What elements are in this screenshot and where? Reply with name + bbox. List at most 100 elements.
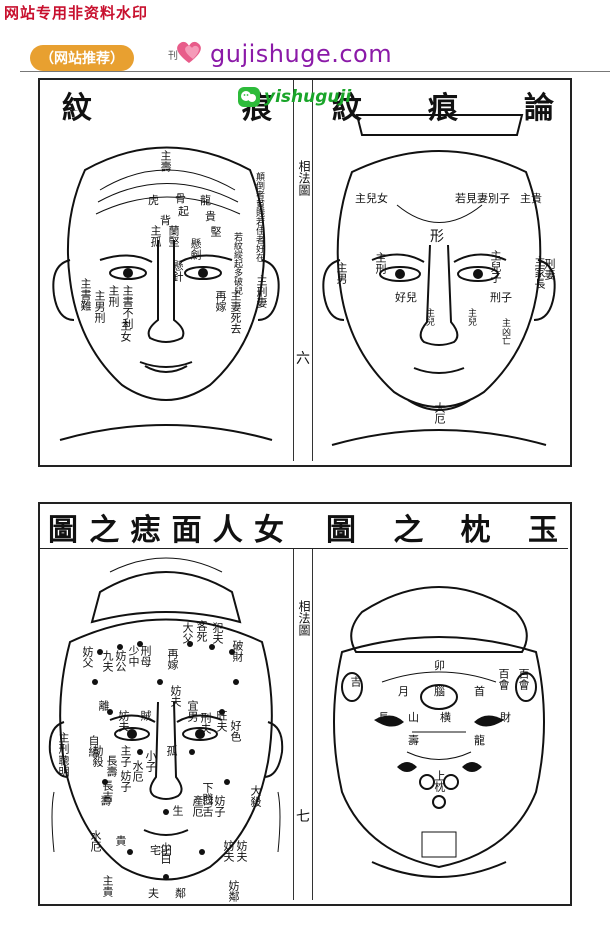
face-label: 財 <box>500 711 511 724</box>
face-label: 主書難 <box>79 278 92 311</box>
promo-bar: （网站推荐） 刊 gujishuge.com <box>20 40 610 72</box>
face-label: 百會 <box>517 668 530 690</box>
face-label: 蘭堅 <box>167 225 180 247</box>
top-spine-text: 相法圖 <box>297 160 311 196</box>
face-label: 妨子 <box>119 770 132 792</box>
face-label: 懸劍 <box>189 238 202 260</box>
face-label: 宜男 <box>186 700 199 722</box>
face-label: 主男刑 <box>93 290 106 323</box>
top-right-face-drawing <box>322 114 556 446</box>
face-label: 長吉 <box>101 780 114 802</box>
site-url[interactable]: gujishuge.com <box>210 40 393 68</box>
face-label: 主妻死去 <box>229 290 242 334</box>
face-label: 客死 <box>195 620 208 642</box>
title-char: 玉 <box>527 513 558 548</box>
bottom-page-number: 七 <box>296 809 310 825</box>
title-char: 面 <box>171 513 202 548</box>
bottom-panel <box>38 502 572 906</box>
title-char: 之 <box>89 513 120 548</box>
face-label: 龍 <box>200 194 211 207</box>
face-label: 腦 <box>434 685 445 698</box>
face-label: 宅田 <box>150 844 172 857</box>
face-label: 好兒 <box>395 291 417 304</box>
face-label: 壽 <box>99 795 112 806</box>
face-label: 水厄 <box>89 830 102 852</box>
face-label: 主子 <box>119 745 132 767</box>
face-label: 主書不利 <box>121 285 134 329</box>
top-spine <box>293 80 313 461</box>
face-label: 主兒 <box>424 308 434 326</box>
promo-tag[interactable]: （网站推荐） <box>30 45 134 71</box>
face-label: 水厄 <box>131 760 144 782</box>
face-label: 破財 <box>231 640 244 662</box>
face-label: 背 <box>160 214 171 227</box>
face-label: 貴 <box>114 835 127 846</box>
face-label: 大父 <box>181 622 194 644</box>
face-label: 產厄 <box>191 795 204 817</box>
face-label: 長壽 <box>105 755 118 777</box>
heart-icon <box>177 41 201 63</box>
face-label: 主兒女 <box>355 192 388 205</box>
face-label: 旺夫 <box>215 710 228 732</box>
face-label: 形 <box>430 229 444 245</box>
face-label: 妨夫 <box>117 710 130 732</box>
face-label: 堅 <box>209 226 222 237</box>
face-label: 妨鄰 <box>227 880 240 902</box>
face-label: 若紋縱起多破兒 <box>232 232 242 295</box>
wechat-text: yishuguji <box>264 87 352 107</box>
bottom-right-skull-drawing <box>333 586 545 878</box>
face-label: 横 <box>440 711 451 724</box>
watermark-text: 网站专用非资料水印 <box>4 4 149 22</box>
wechat-icon <box>238 87 260 107</box>
face-label: 妨夫 <box>222 840 235 862</box>
face-label: 夫 <box>148 887 159 900</box>
face-label: 離 <box>97 700 110 711</box>
face-label: 妨父 <box>81 646 94 668</box>
face-label: 主刑妻 <box>255 275 268 308</box>
title-char: 女 <box>253 513 284 548</box>
face-label: 虎 <box>148 194 159 207</box>
face-label: 口舌 <box>201 795 214 817</box>
face-label: 長 <box>378 711 389 724</box>
face-label: 主男 <box>335 262 348 284</box>
face-label: 主壽 <box>159 150 172 172</box>
face-label: 妨公 <box>114 650 127 672</box>
face-label: 卯 <box>434 659 445 672</box>
divider <box>20 71 610 72</box>
face-label: 刑妻 <box>543 258 556 280</box>
bottom-right-title: 圖 之 枕 玉 <box>326 505 558 549</box>
face-label: 少中 <box>127 645 140 667</box>
title-char: 圖 <box>326 513 356 548</box>
title-char: 紋 <box>62 91 92 126</box>
bottom-spine <box>293 549 313 900</box>
face-label: 劫殺 <box>91 745 104 767</box>
spine-fragment: 刊 <box>168 51 178 62</box>
bottom-title-line <box>38 548 568 549</box>
face-label: 再嫁 <box>166 648 179 670</box>
bottom-left-face-drawing <box>48 557 284 881</box>
face-label: 主兒 <box>466 308 476 326</box>
face-label: 百會 <box>497 668 510 690</box>
face-label: 貴 <box>205 210 216 223</box>
face-label: 顛倒者貧賤若佳者好在 <box>254 172 264 262</box>
face-label: 刑母 <box>139 645 152 667</box>
face-label: 主刑 <box>107 285 120 307</box>
top-page-number: 六 <box>296 351 310 367</box>
title-char: 痕 <box>428 91 458 126</box>
title-char: 枕 <box>460 513 491 548</box>
top-panel <box>38 78 572 467</box>
wechat-badge[interactable]: yishuguji <box>238 87 351 107</box>
bottom-left-title: 圖 之 痣 面 人 女 <box>48 505 284 549</box>
face-label: 生 <box>171 805 184 816</box>
face-label: 主凶亡 <box>500 318 510 345</box>
face-label: 孤 <box>165 745 178 756</box>
face-label: 主兒子 <box>489 250 502 283</box>
face-label: 主刑 <box>374 252 387 274</box>
face-label: 主家長 <box>533 256 546 289</box>
face-label: 主女 <box>119 320 132 342</box>
face-label: 九夫 <box>101 650 114 672</box>
face-label: 若見妻別子 <box>455 192 510 205</box>
face-label: 大厄 <box>433 402 446 424</box>
title-char: 之 <box>393 513 424 548</box>
face-label: 首 <box>474 685 485 698</box>
